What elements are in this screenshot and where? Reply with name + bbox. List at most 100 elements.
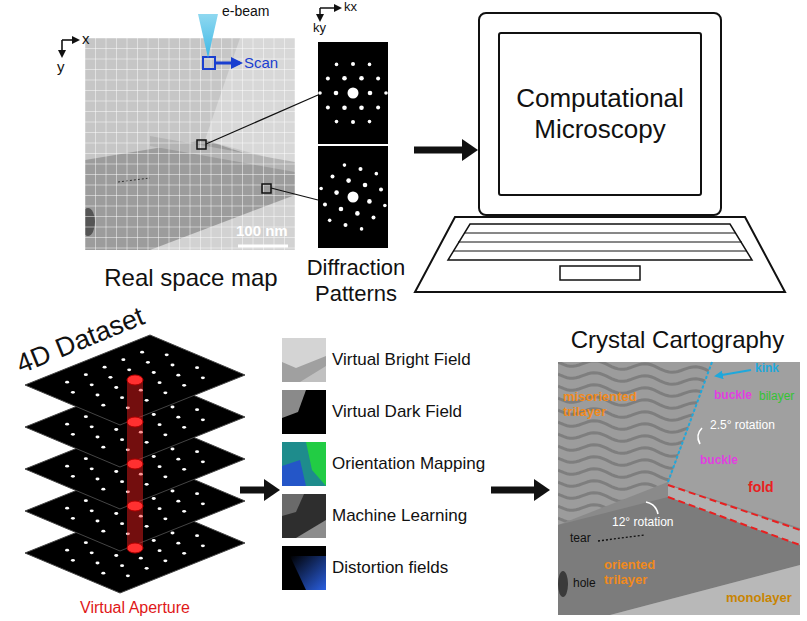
bragg-spot (335, 63, 339, 67)
thumb-dark-field (282, 390, 326, 434)
tear-line (598, 535, 645, 541)
region-label: monolayer (726, 591, 792, 606)
laptop-screen: Computational Microscopy (478, 12, 722, 216)
bragg-spot (330, 174, 334, 178)
diffraction-spot (108, 376, 112, 379)
diffraction-spot (152, 413, 156, 416)
bragg-spot (334, 91, 339, 96)
thumb-region (290, 556, 326, 590)
axis-arrow (319, 8, 321, 20)
thumb-distortion (282, 546, 326, 590)
bragg-spot (383, 204, 387, 208)
bragg-spot (335, 120, 339, 124)
cartography-map (558, 349, 800, 615)
diffraction-spot (163, 433, 167, 436)
grid-line (85, 143, 295, 144)
grid-line (85, 174, 295, 175)
diffraction-spot (158, 465, 162, 468)
flow-arrow (414, 139, 478, 161)
node-title: Distortion fields (332, 558, 448, 577)
grid-line (85, 111, 295, 112)
diffraction-spot (182, 426, 186, 429)
bragg-spot (372, 216, 376, 220)
node-title: Crystal Cartography (550, 326, 805, 355)
diffraction-spot (158, 423, 162, 426)
feature-label: hole (573, 577, 596, 591)
grid-line (85, 195, 295, 196)
method-row: Virtual Dark Field (280, 390, 462, 434)
diffraction-spot (152, 497, 156, 500)
bragg-spot (319, 187, 323, 191)
diffraction-spot (84, 541, 88, 544)
diffraction-spot (101, 488, 105, 491)
arrow-shaft (240, 487, 265, 494)
node-title: Virtual Bright Field (332, 350, 471, 369)
bragg-spot (379, 187, 383, 191)
diffraction-spot (163, 475, 167, 478)
central-beam (348, 192, 359, 203)
diffraction-spot (171, 406, 175, 409)
grid-line (85, 38, 295, 39)
diffraction-spot (96, 478, 100, 481)
thumb-region (300, 366, 326, 382)
map-panel: Real space map (85, 36, 297, 292)
diffraction-spot (121, 358, 125, 361)
scan-square (203, 57, 215, 69)
central-beam (348, 88, 359, 99)
node-title: Machine Learning (332, 506, 467, 525)
diffraction-spot (195, 492, 199, 495)
diffraction-spot (182, 552, 186, 555)
virtual-aperture (127, 375, 143, 385)
virtual-aperture (127, 417, 143, 427)
scale-bar (238, 245, 288, 248)
keyboard-row (464, 233, 736, 234)
moire-wave (558, 373, 714, 386)
thumb-region (282, 338, 326, 368)
diffraction-spot (152, 371, 156, 374)
flow-arrow (491, 479, 550, 501)
keyboard-row (453, 251, 747, 252)
diffraction-spot (201, 544, 205, 547)
grid-line (85, 122, 295, 123)
feature-label: tear (570, 532, 591, 546)
diffraction-spot (65, 423, 69, 426)
bragg-spot (334, 190, 339, 195)
rotation-arc (698, 428, 702, 444)
grid-line (85, 48, 295, 49)
bragg-spot (376, 106, 380, 110)
diffraction-spot (126, 574, 130, 577)
diffraction-spot (96, 562, 100, 565)
hole-shape (558, 571, 568, 597)
beam-label: e-beam (222, 3, 269, 19)
diffraction-spot (182, 510, 186, 513)
touchpad (560, 266, 640, 280)
panel-divider (318, 144, 388, 146)
bragg-spot (328, 219, 332, 223)
thumb-region (282, 390, 306, 418)
diffraction-spot (145, 567, 149, 570)
diffraction-spot (152, 455, 156, 458)
feature-label: buckle (700, 454, 738, 468)
feature-label: fold (748, 479, 774, 495)
grid-line (85, 153, 295, 154)
flow-arrow (240, 479, 280, 501)
thumb-region (282, 494, 304, 516)
diffraction-spot (71, 475, 75, 478)
node-title: Computational Microscopy (506, 83, 694, 145)
diffraction-spot (145, 483, 149, 486)
dataset-stack (25, 335, 245, 593)
diffraction-spot (182, 384, 186, 387)
bragg-spot (368, 91, 373, 96)
axis-label: y (57, 58, 65, 75)
node-title: Orientation Mapping (332, 454, 485, 473)
diffraction-spot (114, 470, 118, 473)
thumb-learning (282, 494, 326, 538)
diffraction-spot (120, 396, 124, 399)
diffraction-spot (158, 549, 162, 552)
diffraction-spot (152, 539, 156, 542)
diffraction-spot (158, 507, 162, 510)
map-tear (118, 178, 150, 182)
diffraction-spot (65, 381, 69, 384)
thumbnail-column (282, 338, 326, 590)
